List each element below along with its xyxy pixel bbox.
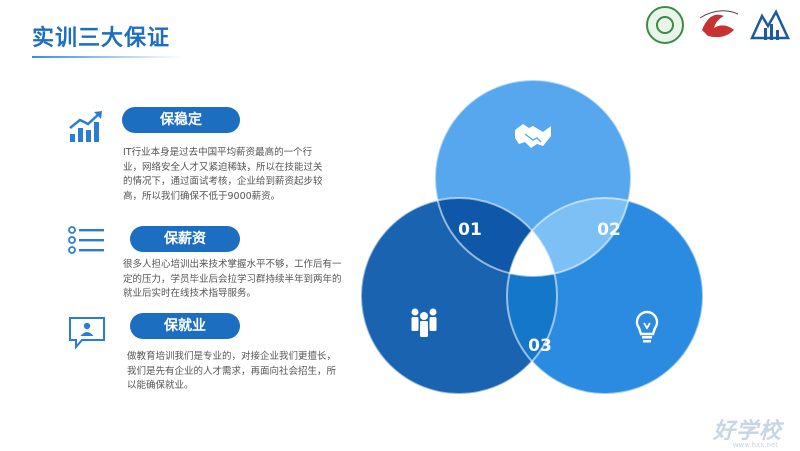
title-underline: [32, 56, 182, 58]
lightbulb-icon: [635, 310, 659, 343]
section-label-employment: 保就业: [130, 313, 240, 339]
watermark-url: www.hxx.net: [732, 441, 778, 449]
partner-logo: [750, 9, 790, 40]
section-text-employment: 做教育培训我们是专业的，对接企业我们更擅长，我们是先有企业的人才需求，再面向社会…: [127, 351, 337, 391]
team-icon: [411, 308, 437, 337]
school-logo: [646, 6, 684, 44]
growth-chart-icon: [69, 111, 102, 142]
venn-overlap-right: [507, 198, 631, 276]
id-card-icon: [69, 317, 105, 350]
venn-label-03: 03: [528, 336, 552, 356]
page-title: 实训三大保证: [32, 26, 171, 51]
list-icon: [68, 226, 104, 254]
section-label-salary: 保薪资: [130, 226, 240, 252]
section-label-stability: 保稳定: [122, 107, 240, 133]
watermark-logo: 好学校: [712, 419, 782, 444]
college-seal: [699, 10, 739, 38]
section-text-stability: IT行业本身是过去中国平均薪资最高的一个行业，网络安全人才又紧迫稀缺，所以在技能…: [123, 147, 323, 202]
venn-diagram: 01 02 03: [360, 79, 704, 395]
venn-label-01: 01: [458, 220, 482, 240]
venn-label-02: 02: [597, 220, 621, 240]
handshake-icon: [515, 124, 551, 148]
section-text-salary: 很多人担心培训出来技术掌握水平不够，工作后有一定的压力，学员毕业后会拉学习群持续…: [123, 259, 342, 299]
venn-overlap-left: [435, 198, 557, 276]
